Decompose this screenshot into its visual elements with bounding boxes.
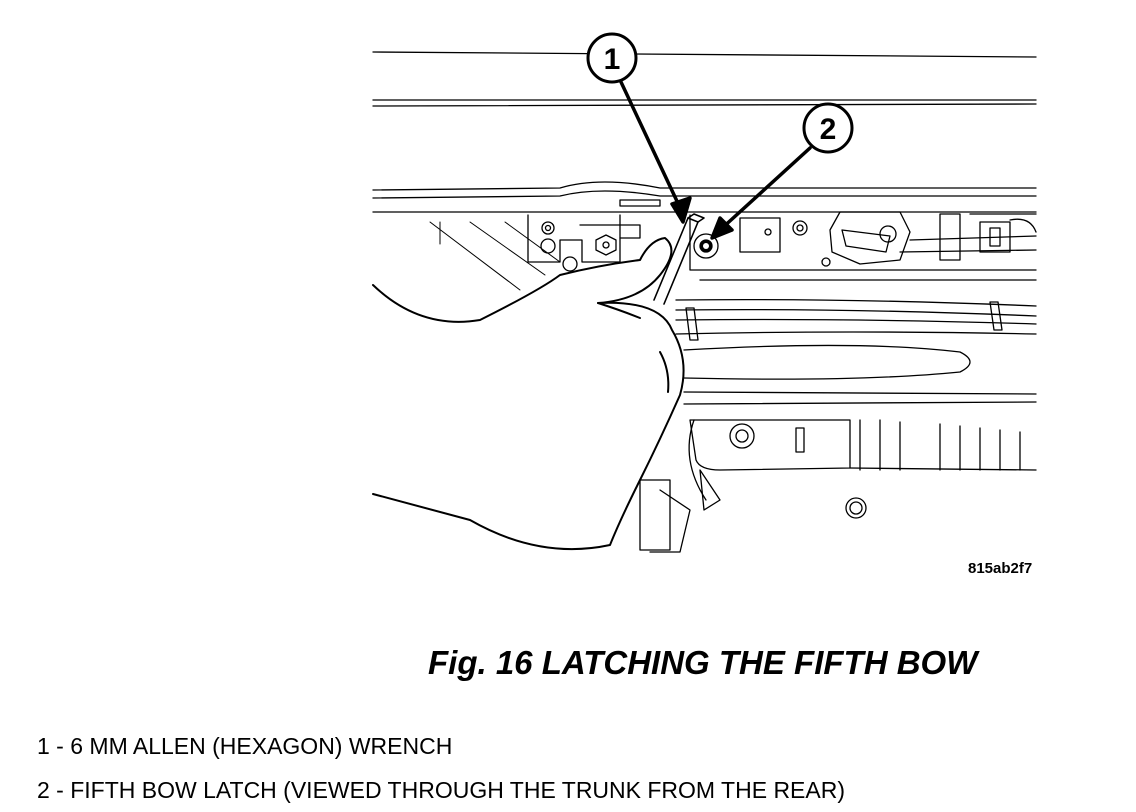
fifth-bow-latch-mechanism — [689, 211, 1037, 281]
hand — [372, 237, 685, 551]
legend-item-1: 1 - 6 MM ALLEN (HEXAGON) WRENCH — [37, 733, 453, 759]
callout-1-number: 1 — [604, 43, 621, 76]
figure-title: Fig. 16 LATCHING THE FIFTH BOW — [428, 644, 978, 681]
legend-item-2: 2 - FIFTH BOW LATCH (VIEWED THROUGH THE … — [37, 777, 846, 803]
body-frame-lines — [372, 51, 1037, 213]
trunk-lid-panel — [639, 344, 1037, 553]
callout-1: 1 — [586, 32, 638, 84]
allen-wrench — [653, 213, 705, 305]
trunk-interior-hatching — [429, 221, 561, 291]
figure-code: 815ab2f7 — [968, 560, 1033, 577]
callout-2-leader — [710, 146, 812, 240]
callout-1-leader — [619, 80, 692, 224]
callout-2: 2 — [802, 102, 854, 154]
line-illustration: 1 2 — [372, 32, 1037, 553]
cable-bundle — [675, 298, 1037, 341]
legend: 1 - 6 MM ALLEN (HEXAGON) WRENCH 2 - FIFT… — [37, 724, 845, 812]
callout-2-number: 2 — [820, 113, 837, 146]
latch-mount-bracket — [527, 214, 641, 272]
